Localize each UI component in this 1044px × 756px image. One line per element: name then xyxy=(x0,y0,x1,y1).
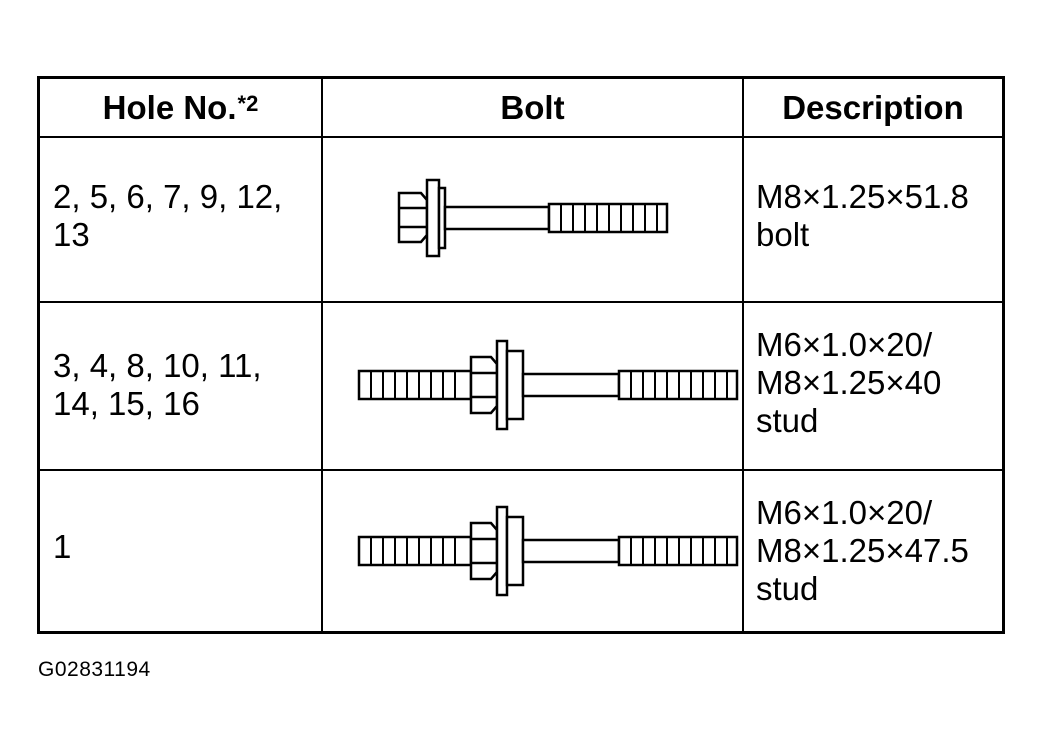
header-description: Description xyxy=(744,79,1002,138)
row-2-hole-no-text: 3, 4, 8, 10, 11, 14, 15, 16 xyxy=(53,347,262,422)
header-bolt-label: Bolt xyxy=(500,88,565,126)
row-3-description-text: M6×1.0×20/ M8×1.25×47.5 stud xyxy=(756,494,969,607)
header-bolt: Bolt xyxy=(323,79,744,138)
stud-bolt-icon xyxy=(357,505,739,597)
header-description-label: Description xyxy=(782,88,964,126)
row-1-hole-no-text: 2, 5, 6, 7, 9, 12, 13 xyxy=(53,178,283,253)
row-2-description-text: M6×1.0×20/ M8×1.25×40 stud xyxy=(756,326,942,439)
row-3-description: M6×1.0×20/ M8×1.25×47.5 stud xyxy=(744,471,1002,631)
flange-bolt-icon xyxy=(397,178,669,258)
row-3-bolt xyxy=(323,471,744,631)
stud-bolt-icon xyxy=(357,339,739,431)
row-1-hole-no: 2, 5, 6, 7, 9, 12, 13 xyxy=(40,138,323,303)
header-hole-no: Hole No.*2 xyxy=(40,79,323,138)
row-3-hole-no-text: 1 xyxy=(53,528,72,565)
row-1-bolt xyxy=(323,138,744,303)
header-hole-no-label: Hole No. xyxy=(102,88,237,126)
row-2-description: M6×1.0×20/ M8×1.25×40 stud xyxy=(744,303,1002,471)
bolt-spec-table: Hole No.*2 Bolt Description 2, 5, 6, 7, … xyxy=(37,76,1005,634)
row-2-bolt xyxy=(323,303,744,471)
row-3-hole-no: 1 xyxy=(40,471,323,631)
row-2-hole-no: 3, 4, 8, 10, 11, 14, 15, 16 xyxy=(40,303,323,471)
row-1-description: M8×1.25×51.8 bolt xyxy=(744,138,1002,303)
header-hole-no-footnote: *2 xyxy=(237,90,259,116)
row-1-description-text: M8×1.25×51.8 bolt xyxy=(756,178,969,253)
figure-id: G02831194 xyxy=(38,658,151,681)
